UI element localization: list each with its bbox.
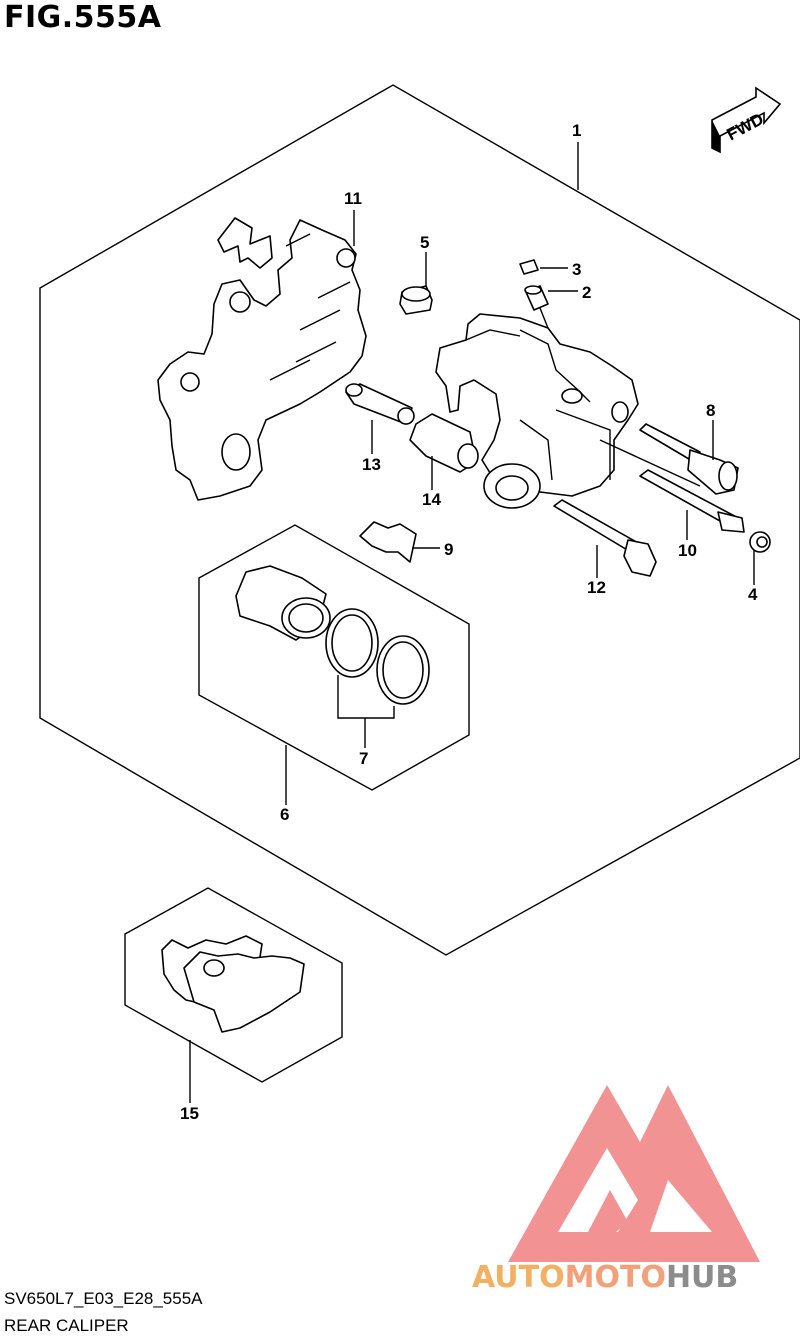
callout-7: 7 [359,749,368,768]
callout-12: 12 [587,578,606,597]
pin-part-8 [639,423,739,495]
piston-seal-part-7 [325,608,430,705]
brake-pad-set-part-15 [161,935,305,1033]
figure-code: SV650L7_E03_E28_555A [4,1289,203,1308]
callout-5: 5 [420,233,429,252]
callout-14: 14 [422,490,441,509]
bolt-part-12 [553,499,657,577]
callout-10: 10 [678,541,697,560]
pad-set-outline [124,887,343,1083]
watermark-hub: HUB [666,1260,738,1295]
sleeve-part-13 [345,383,415,425]
callout-8: 8 [706,401,715,420]
watermark-moto: MOTO [565,1260,666,1295]
boot-part-14 [409,413,479,473]
callout-3: 3 [572,260,581,279]
callout-13: 13 [362,455,381,474]
callout-11: 11 [344,189,362,208]
piston-kit-outline [198,524,470,791]
assembly-outline [39,84,800,956]
pin-part-10 [639,469,745,533]
callout-15: 15 [180,1104,199,1123]
piston-part [235,565,331,641]
callout-9: 9 [444,540,453,559]
automotohub-logo-icon [508,1085,760,1262]
figure-caption: REAR CALIPER [4,1316,129,1335]
plug-part-4 [749,531,771,553]
callout-4: 4 [748,585,758,604]
caliper-body-part [435,313,701,509]
callout-2: 2 [582,283,591,302]
caliper-bracket-part [157,217,367,501]
pad-spring-part-9 [359,521,417,563]
callout-6: 6 [280,805,289,824]
bleeder-cap-part-3 [519,259,539,275]
callout-1: 1 [572,121,581,140]
figure-title: FIG.555A [4,0,162,35]
fwd-arrow-icon: FWD [711,86,782,154]
leader-lines [189,142,755,1103]
watermark-text: AUTOMOTOHUB [472,1260,738,1295]
boot-part-5 [399,285,433,315]
watermark-auto: AUTO [472,1260,565,1295]
